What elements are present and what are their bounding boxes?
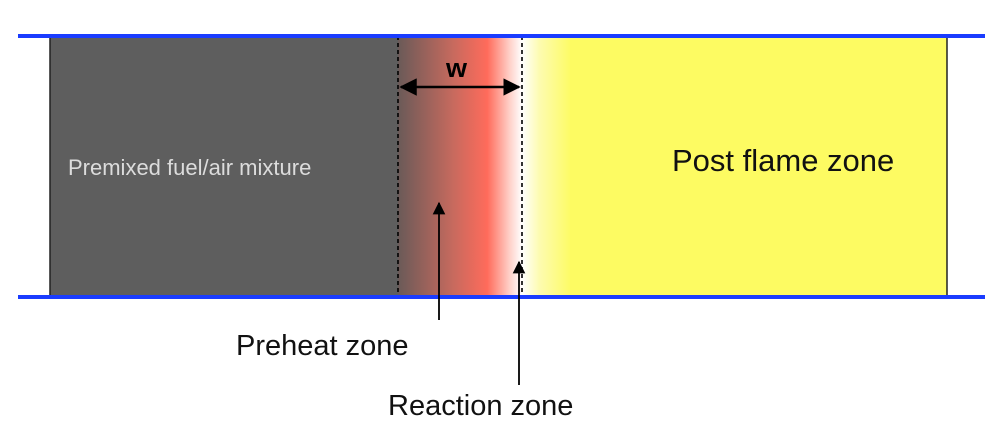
flame-width-label: w [446,53,468,83]
reaction-zone-label: Reaction zone [388,390,574,422]
unburned-region [50,36,398,296]
post-flame-region [570,36,947,296]
reaction-transition [522,36,572,296]
premixed-mixture-label: Premixed fuel/air mixture [68,155,312,180]
preheat-zone-label: Preheat zone [236,330,409,362]
post-flame-zone-label: Post flame zone [672,143,895,178]
